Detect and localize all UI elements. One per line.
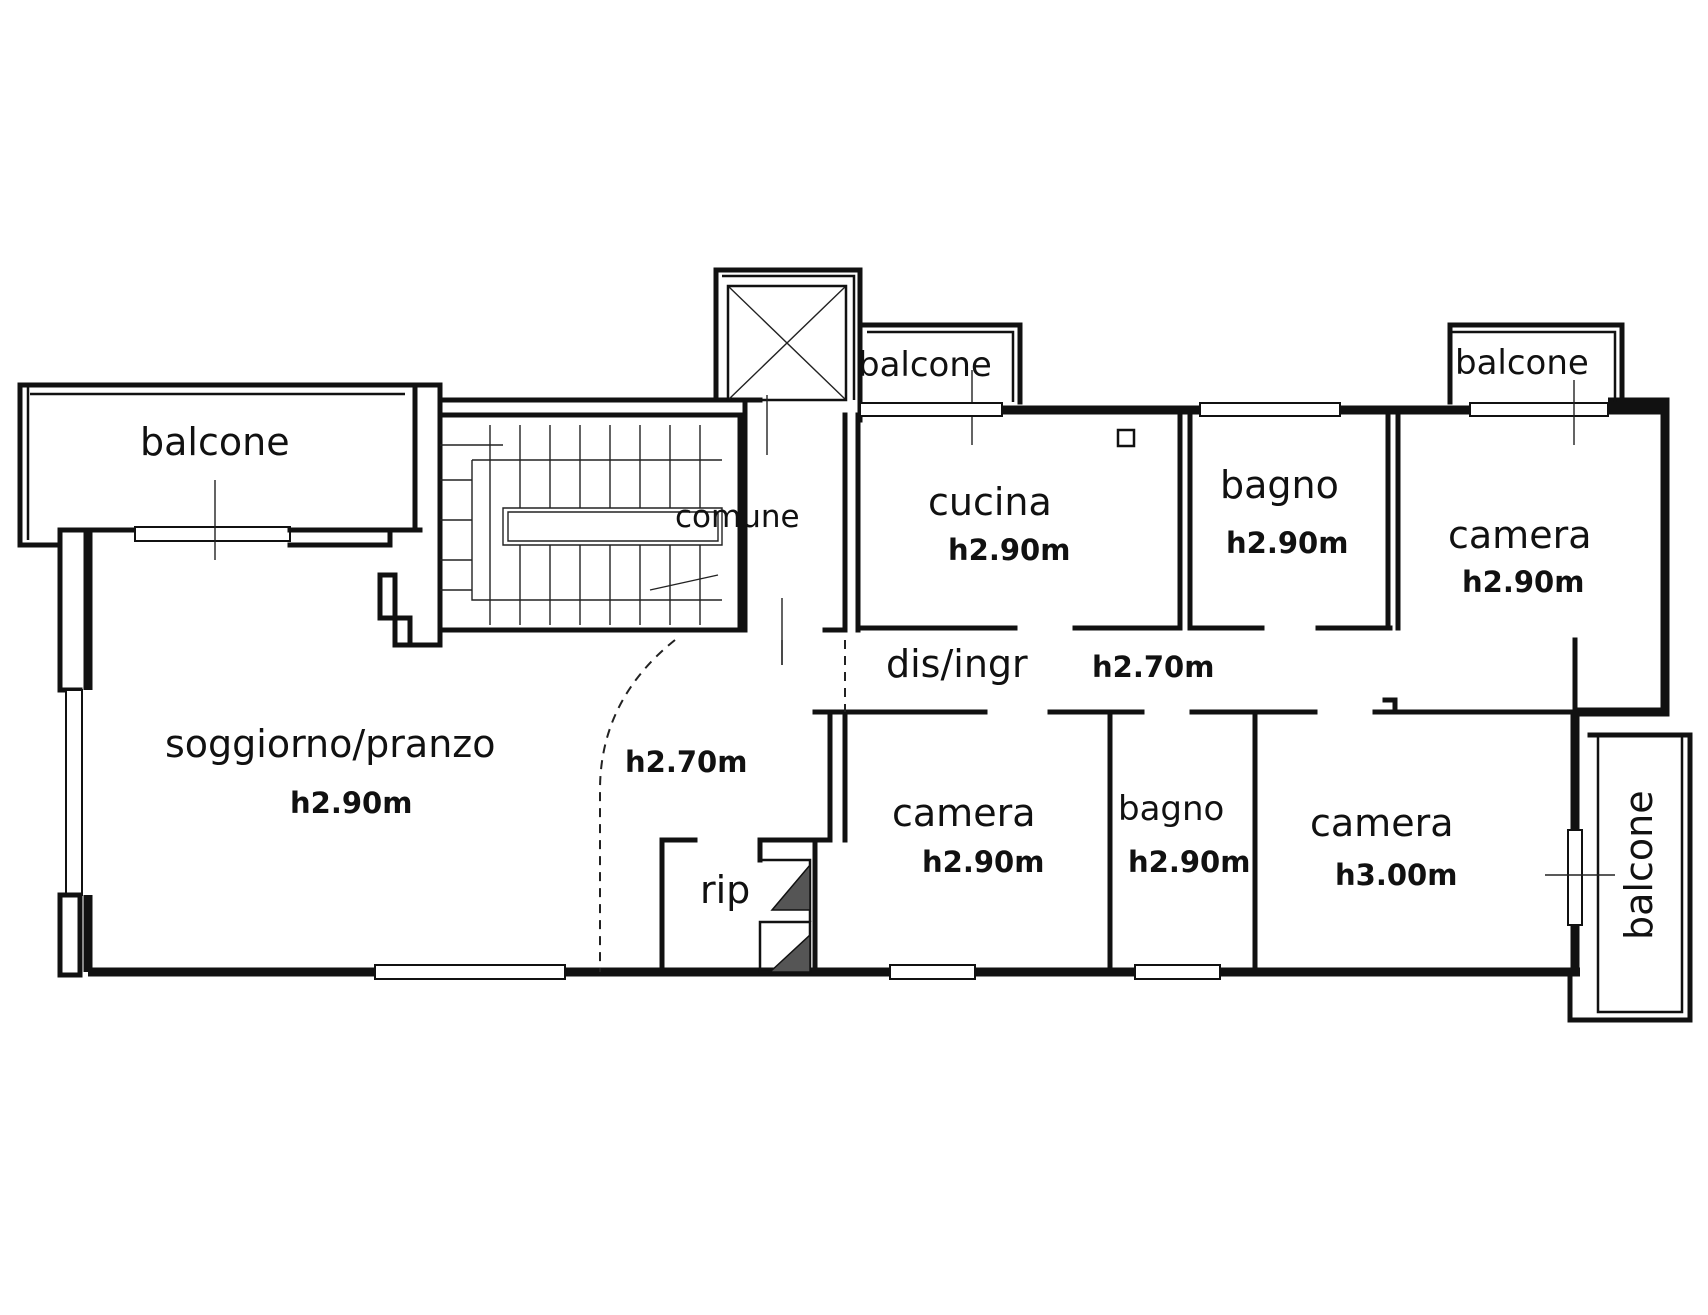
label-disimpegno: dis/ingr	[886, 642, 1028, 686]
room-labels: balcone balcone balcone comune cucina h2…	[140, 343, 1661, 940]
label-cucina: cucina	[928, 480, 1052, 524]
label-ripostiglio: rip	[700, 868, 750, 912]
label-camera-nord: camera	[1448, 513, 1591, 557]
balcony-kitchen	[857, 322, 1023, 445]
label-bagno-sud-h: h2.90m	[1128, 845, 1250, 879]
label-balcone-ovest: balcone	[140, 420, 290, 464]
label-bagno-nord-h: h2.90m	[1226, 526, 1348, 560]
label-camera-sud-h: h2.90m	[922, 845, 1044, 879]
stair-treads	[440, 425, 701, 625]
interior-walls	[599, 412, 1578, 975]
label-comune: comune	[675, 499, 800, 535]
label-balcone-est: balcone	[1617, 790, 1661, 940]
label-disimpegno-h: h2.70m	[1092, 650, 1214, 684]
exterior-walls	[57, 397, 1670, 980]
label-soggiorno-h: h2.90m	[290, 786, 412, 820]
label-camera-est-h: h3.00m	[1335, 858, 1457, 892]
label-camera-nord-h: h2.90m	[1462, 565, 1584, 599]
balcony-east	[1545, 732, 1693, 1023]
label-cucina-h: h2.90m	[948, 533, 1070, 567]
stair-core	[377, 267, 863, 665]
label-bagno-sud: bagno	[1118, 789, 1224, 829]
label-soggiorno: soggiorno/pranzo	[165, 722, 496, 766]
north-wall	[859, 402, 1665, 448]
label-ingresso-h: h2.70m	[625, 745, 747, 779]
label-balcone-camera-nord: balcone	[1455, 343, 1589, 383]
label-bagno-nord: bagno	[1220, 463, 1339, 507]
label-camera-sud: camera	[892, 791, 1035, 835]
label-camera-est: camera	[1310, 801, 1453, 845]
label-balcone-cucina: balcone	[858, 345, 992, 385]
balcony-west	[17, 382, 763, 548]
balcony-camera-north	[1447, 322, 1625, 445]
